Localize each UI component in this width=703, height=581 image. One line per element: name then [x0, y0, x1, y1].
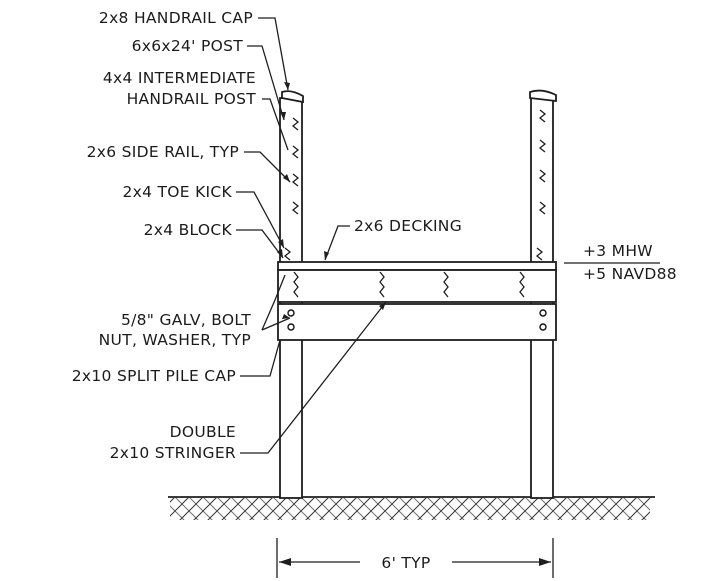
label-post: 6x6x24' POST — [132, 37, 244, 55]
stringer — [277, 269, 557, 303]
decking — [277, 261, 557, 271]
callout-labels: 2x8 HANDRAIL CAP 6x6x24' POST 4x4 INTERM… — [72, 9, 462, 462]
label-stringer-2: 2x10 STRINGER — [110, 444, 236, 462]
width-dimension: 6' TYP — [276, 538, 554, 578]
dimension-width: 6' TYP — [381, 554, 430, 572]
elevation-mhw: +3 MHW — [583, 242, 653, 260]
leader-arrows — [277, 82, 386, 319]
split-pile-cap — [277, 303, 557, 341]
label-stringer-1: DOUBLE — [170, 423, 236, 441]
ground-section — [168, 496, 655, 520]
right-handrail-cap — [529, 89, 557, 103]
label-bolt-1: 5/8" GALV, BOLT — [121, 311, 251, 329]
label-handrail-cap: 2x8 HANDRAIL CAP — [99, 9, 253, 27]
label-decking: 2x6 DECKING — [354, 217, 462, 235]
leader-lines — [236, 17, 387, 454]
toe-kick — [283, 247, 544, 261]
label-pile-cap: 2x10 SPLIT PILE CAP — [72, 367, 236, 385]
label-bolt-2: NUT, WASHER, TYP — [99, 331, 251, 349]
label-block: 2x4 BLOCK — [144, 221, 233, 239]
bolts — [287, 309, 547, 331]
label-toe-kick: 2x4 TOE KICK — [122, 183, 232, 201]
right-side-rails — [538, 109, 547, 215]
label-intermediate-post-1: 4x4 INTERMEDIATE — [103, 69, 256, 87]
left-side-rails — [291, 117, 300, 215]
stringer-blocking — [293, 271, 525, 298]
elevation-marker: +3 MHW +5 NAVD88 — [564, 242, 677, 283]
elevation-navd: +5 NAVD88 — [583, 265, 677, 283]
label-side-rail: 2x6 SIDE RAIL, TYP — [87, 143, 239, 161]
label-intermediate-post-2: HANDRAIL POST — [127, 90, 257, 108]
left-handrail-cap — [281, 90, 304, 104]
